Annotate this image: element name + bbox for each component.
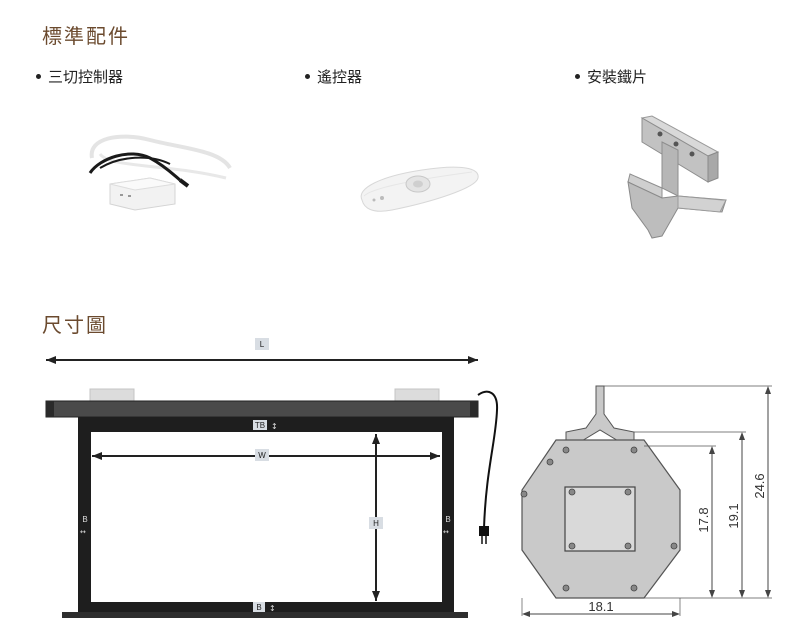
accessory-label-controller: 三切控制器 (36, 66, 123, 87)
bullet-icon (36, 73, 41, 79)
svg-text:TB: TB (255, 421, 265, 430)
accessories-heading: 標準配件 (42, 24, 130, 48)
remote-control-icon (360, 166, 479, 212)
svg-text:W: W (258, 451, 266, 460)
side-border-right-tag: B ↔ (443, 515, 451, 536)
svg-text:18.1: 18.1 (588, 599, 613, 614)
svg-text:↕: ↕ (271, 422, 278, 431)
svg-text:↔: ↔ (80, 528, 86, 536)
width-tag: W (255, 449, 269, 461)
profile-height-24-6: 24.6 (752, 386, 771, 598)
bottom-border-tag: B ↕ (253, 602, 276, 613)
svg-text:↔: ↔ (443, 528, 449, 536)
accessory-bracket-text: 安裝鐵片 (587, 69, 648, 86)
controller-box-icon (88, 134, 232, 211)
bottom-bar (62, 612, 468, 618)
length-dimension-arrow (46, 356, 478, 364)
length-tag: L (255, 338, 269, 350)
power-cord (477, 390, 499, 529)
mounting-bracket-icon (627, 115, 727, 239)
svg-text:17.8: 17.8 (696, 507, 711, 532)
svg-text:19.1: 19.1 (726, 503, 741, 528)
bullet-icon (305, 73, 310, 79)
top-border-tag: TB ↕ (253, 420, 278, 431)
profile-width-dimension: 18.1 (522, 599, 680, 617)
svg-text:B: B (445, 515, 450, 524)
accessory-remote-text: 遙控器 (317, 69, 363, 86)
power-plug-icon (479, 526, 489, 536)
profile-height-19-1: 19.1 (726, 432, 745, 598)
accessory-label-bracket: 安裝鐵片 (575, 66, 647, 87)
height-tag: H (369, 517, 383, 529)
svg-text:B: B (256, 603, 261, 612)
svg-text:H: H (373, 519, 379, 528)
accessory-controller-text: 三切控制器 (48, 69, 124, 86)
svg-text:B: B (82, 515, 87, 524)
dimensions-heading: 尺寸圖 (42, 313, 108, 337)
bullet-icon (575, 73, 580, 79)
svg-text:L: L (260, 340, 265, 349)
svg-text:24.6: 24.6 (752, 473, 767, 498)
svg-text:↕: ↕ (269, 604, 276, 613)
profile-height-17-8: 17.8 (696, 446, 715, 598)
accessory-label-remote: 遙控器 (305, 66, 362, 87)
side-border-left-tag: B ↔ (80, 515, 88, 536)
